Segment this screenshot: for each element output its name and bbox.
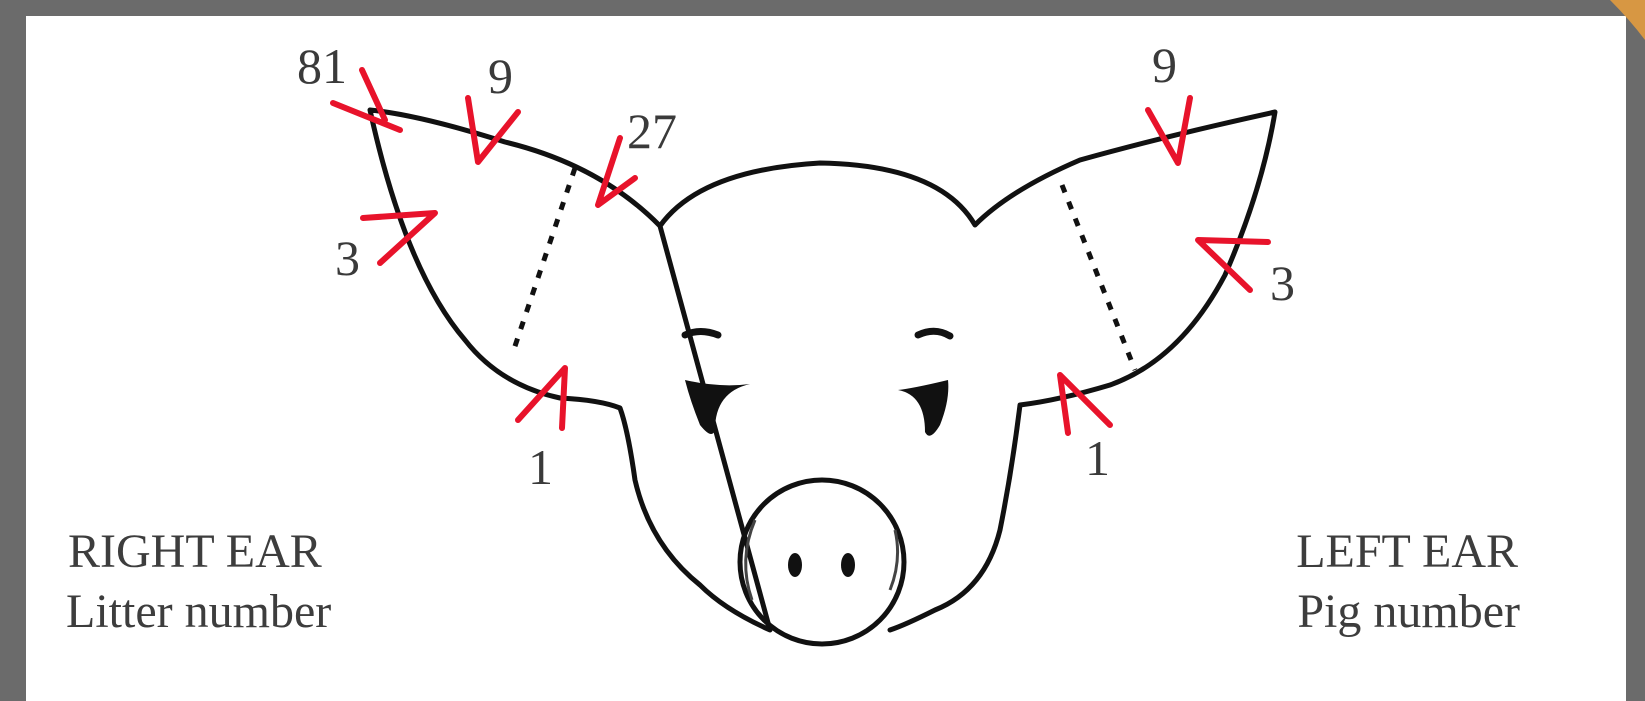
- right-ear-title: RIGHT EAR: [68, 525, 322, 578]
- notch-left-1: [1060, 375, 1110, 433]
- notch-right-9: [468, 98, 518, 162]
- label-right-81: 81: [297, 38, 347, 94]
- corner-accent: [1610, 0, 1645, 40]
- left-ear-title: LEFT EAR: [1296, 525, 1518, 578]
- eye-left: [685, 380, 750, 434]
- snout-highlight-right: [890, 530, 898, 590]
- label-right-3: 3: [335, 230, 360, 286]
- right-ear-subtitle: Litter number: [66, 585, 331, 638]
- label-left-1: 1: [1085, 430, 1110, 486]
- notch-left-9: [1148, 98, 1190, 163]
- left-ear-subtitle: Pig number: [1297, 585, 1520, 638]
- eye-right: [898, 380, 948, 436]
- label-left-3: 3: [1270, 255, 1295, 311]
- label-left-9: 9: [1152, 37, 1177, 93]
- notch-left-3: [1198, 240, 1268, 290]
- nostril-right: [841, 553, 855, 577]
- snout: [740, 480, 904, 644]
- label-right-1: 1: [528, 439, 553, 495]
- left-ear-dashed-line: [1062, 185, 1135, 370]
- right-ear-dashed-line: [512, 168, 575, 355]
- eyebrow-left: [685, 332, 718, 336]
- eyebrow-right: [918, 331, 950, 336]
- label-right-9: 9: [488, 48, 513, 104]
- pig-head-outline: [370, 110, 1275, 630]
- label-right-27: 27: [627, 103, 677, 159]
- nostril-left: [788, 553, 802, 577]
